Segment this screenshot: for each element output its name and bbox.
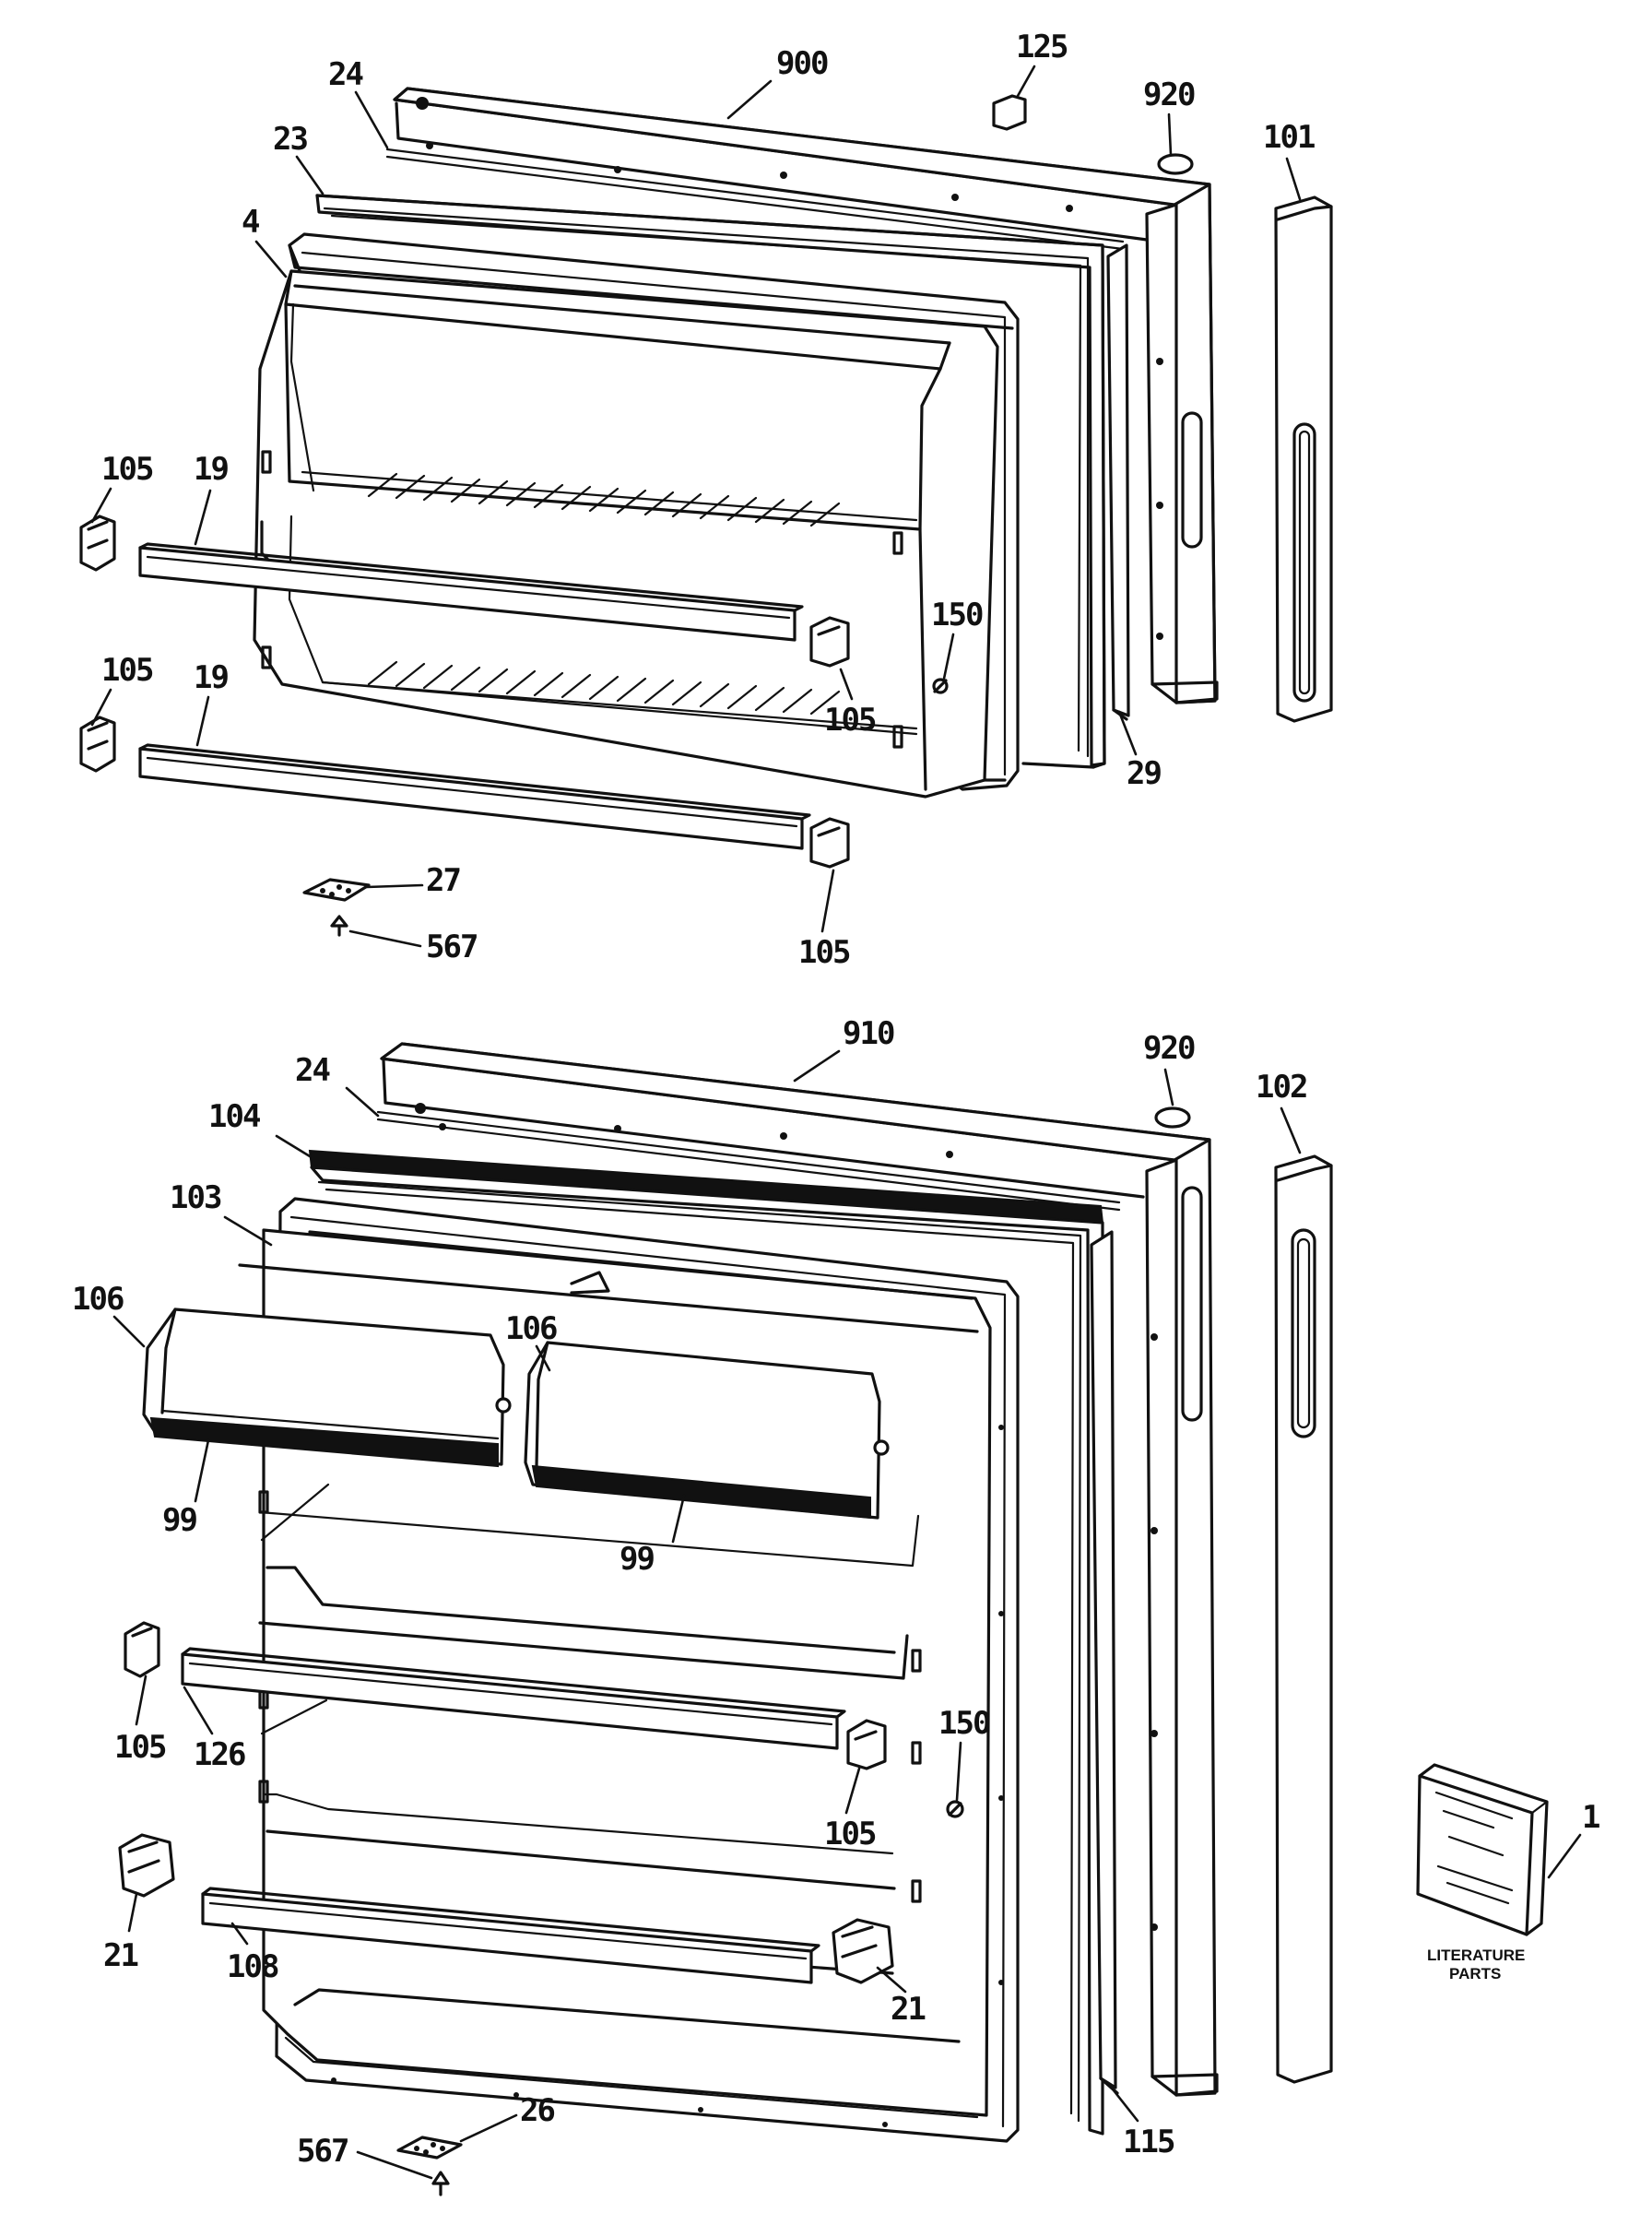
callout-23: 23 [273, 121, 307, 158]
door-gasket-23 [315, 194, 1106, 769]
callout-126: 126 [194, 1736, 245, 1773]
callout-105-b: 105 [824, 702, 876, 739]
shelf-clip-105-d [809, 817, 850, 869]
callout-150-top: 150 [931, 597, 983, 633]
callout-910: 910 [843, 1015, 894, 1052]
literature-label-line1: LITERATURE [1427, 1947, 1525, 1964]
callout-125: 125 [1016, 29, 1068, 65]
screw-567-top [330, 915, 348, 937]
shelf-bar-108 [201, 1887, 820, 1984]
plug-920-top [1157, 153, 1194, 175]
shelf-clip-105-c [809, 616, 850, 668]
outer-door-panel-910 [380, 1042, 1219, 2097]
fresh-food-door-assembly [118, 1042, 1333, 2196]
callout-105-e: 105 [114, 1729, 166, 1766]
door-handle-trim-101 [1274, 195, 1333, 723]
door-gasket-104 [308, 1149, 1104, 2136]
callout-105-a: 105 [101, 451, 153, 488]
shelf-clip-105-b [79, 716, 116, 773]
shelf-clip-105-e [124, 1621, 160, 1678]
callout-150-bottom: 150 [938, 1705, 990, 1742]
callout-1: 1 [1582, 1799, 1599, 1836]
callout-920-top: 920 [1143, 77, 1195, 113]
plug-125 [992, 94, 1027, 131]
callout-24-bottom: 24 [295, 1052, 329, 1089]
dairy-bin-106-right [524, 1341, 890, 1520]
shelf-bar-19-lower [138, 743, 811, 850]
callout-900: 900 [776, 45, 828, 82]
callout-4: 4 [242, 204, 259, 241]
screw-150-bottom [946, 1800, 964, 1818]
trim-strip-24-lower [376, 1110, 1121, 1204]
shelf-clip-105-f [846, 1719, 887, 1770]
callout-99-left: 99 [162, 1502, 196, 1539]
literature-booklet-1 [1416, 1763, 1549, 1936]
shelf-bar-19-upper [138, 542, 804, 642]
literature-label-line2: PARTS [1449, 1965, 1501, 1982]
shelf-clip-105-a [79, 515, 116, 572]
callout-115: 115 [1123, 2124, 1174, 2160]
shelf-clip-21-left [118, 1833, 175, 1898]
callout-103: 103 [170, 1179, 221, 1216]
callout-101: 101 [1263, 119, 1315, 156]
shelf-bar-126 [181, 1647, 846, 1750]
freezer-liner-tub [253, 269, 999, 799]
trim-strip-24 [385, 148, 1125, 243]
hinge-plate-27 [302, 878, 371, 902]
callout-21-left: 21 [103, 1937, 137, 1974]
freezer-door-assembly [79, 87, 1333, 937]
callout-26: 26 [520, 2092, 554, 2129]
callout-108: 108 [227, 1948, 278, 1985]
breaker-strip-29 [1106, 243, 1130, 721]
leader-lines [90, 65, 1582, 2180]
handle-slot [1181, 411, 1203, 549]
outer-door-panel-900 [393, 87, 1219, 704]
hinge-plate-26 [396, 2136, 463, 2160]
callout-27: 27 [426, 862, 460, 899]
callout-104: 104 [208, 1098, 260, 1135]
callout-29: 29 [1127, 755, 1161, 792]
handle-slot-lower [1181, 1186, 1203, 1422]
callout-567-top: 567 [426, 929, 477, 965]
callout-567-bottom: 567 [297, 2133, 348, 2170]
callout-19-b: 19 [194, 659, 228, 696]
door-handle-trim-102 [1274, 1154, 1333, 2084]
callout-105-f: 105 [824, 1816, 876, 1852]
callout-labels: 900 125 920 101 24 23 4 105 19 150 105 1… [72, 29, 1601, 2170]
callout-106-left: 106 [72, 1281, 124, 1318]
callout-105-d: 105 [798, 934, 850, 971]
callout-920-bottom: 920 [1143, 1030, 1195, 1067]
callout-105-c: 105 [101, 652, 153, 689]
dairy-bin-106-left [142, 1308, 512, 1468]
screw-150-top [932, 678, 949, 694]
callout-99-right: 99 [620, 1541, 654, 1578]
plug-920-bottom [1154, 1106, 1191, 1129]
callout-24-top: 24 [328, 56, 362, 93]
callout-102: 102 [1256, 1069, 1306, 1106]
callout-21-right: 21 [891, 1991, 925, 2028]
callout-19-a: 19 [194, 451, 228, 488]
callout-106-right: 106 [505, 1310, 557, 1347]
screw-567-bottom [431, 2171, 450, 2196]
